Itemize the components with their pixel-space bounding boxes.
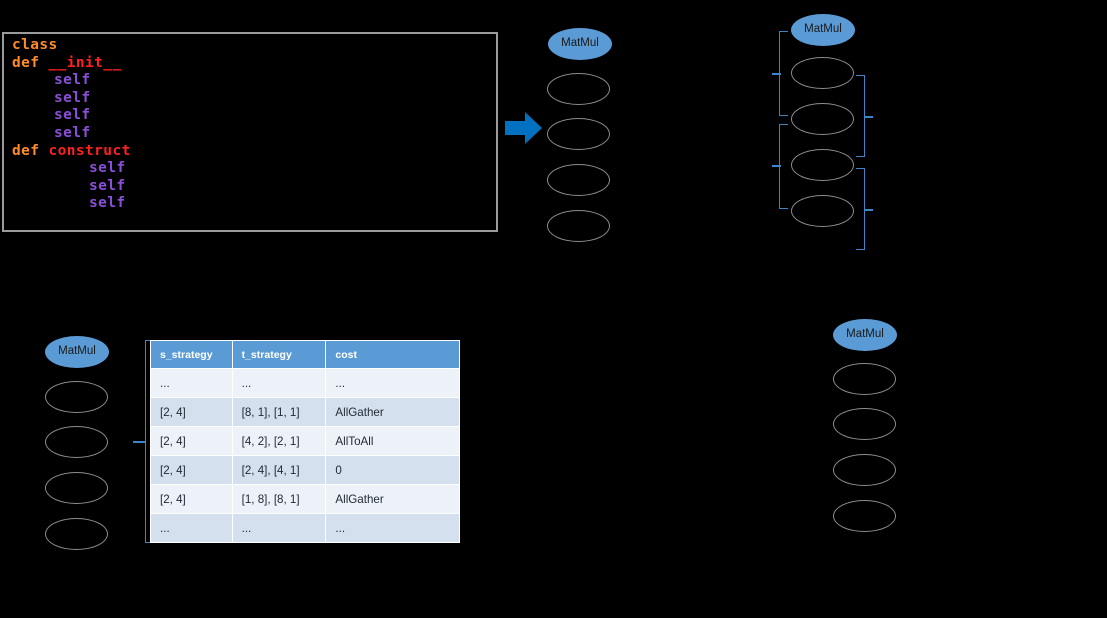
code-token-keyword: class [12, 37, 58, 53]
node-matmul-top-right[interactable]: MatMul [791, 14, 855, 46]
code-token-keyword: def [12, 142, 49, 159]
table-link-bracket-stub [133, 441, 146, 443]
table-row[interactable]: ......... [150, 368, 460, 398]
node-label: MatMul [804, 23, 842, 36]
code-line: def construct [12, 143, 131, 161]
code-token-function: construct [48, 142, 131, 159]
node-matmul-bottom-left[interactable]: MatMul [45, 336, 109, 368]
node-label: MatMul [58, 345, 96, 358]
node-op[interactable] [45, 426, 108, 458]
graph-bottom-left: MatMul [44, 336, 114, 551]
node-op[interactable] [833, 500, 896, 532]
node-op[interactable] [791, 103, 854, 135]
graph-top-right: MatMul [790, 14, 870, 254]
node-label: MatMul [561, 37, 599, 50]
node-op[interactable] [45, 381, 108, 413]
table-header-s-strategy: s_strategy [150, 340, 233, 369]
table-cell: 0 [325, 455, 460, 485]
table-cell: ... [150, 368, 233, 398]
strategy-cost-table: s_strategy t_strategy cost .........[2, … [150, 340, 460, 543]
table-row[interactable]: ......... [150, 513, 460, 543]
node-op[interactable] [833, 408, 896, 440]
table-cell: [8, 1], [1, 1] [231, 397, 327, 427]
code-token-self: self [89, 195, 126, 212]
node-matmul-top-left[interactable]: MatMul [548, 28, 612, 60]
table-header-row: s_strategy t_strategy cost [150, 340, 460, 369]
node-op[interactable] [791, 149, 854, 181]
table-cell: ... [325, 513, 460, 543]
code-line: def __init__ [12, 55, 131, 73]
group-bracket-left-upper-stub [772, 73, 781, 75]
code-token-self: self [54, 89, 91, 106]
node-op[interactable] [833, 454, 896, 486]
group-bracket-right-lower-stub [864, 209, 873, 211]
code-line: self [12, 72, 131, 90]
code-token-keyword: def [12, 54, 49, 71]
table-cell: [2, 4] [150, 397, 233, 427]
code-line: self [12, 125, 131, 143]
node-op[interactable] [547, 73, 610, 105]
table-cell: [2, 4] [150, 426, 233, 456]
table-row[interactable]: [2, 4][8, 1], [1, 1]AllGather [150, 397, 460, 427]
node-label: MatMul [846, 328, 884, 341]
table-cell: [2, 4] [150, 455, 233, 485]
group-bracket-right-upper-stub [864, 116, 873, 118]
table-body: .........[2, 4][8, 1], [1, 1]AllGather[2… [150, 368, 460, 543]
table-header-cost: cost [325, 340, 460, 369]
node-op[interactable] [833, 363, 896, 395]
table-cell: ... [150, 513, 233, 543]
code-token-self: self [54, 72, 91, 89]
table-cell: ... [231, 513, 327, 543]
node-op[interactable] [547, 118, 610, 150]
code-line: self [12, 90, 131, 108]
table-cell: AllToAll [325, 426, 460, 456]
node-op[interactable] [45, 472, 108, 504]
table-row[interactable]: [2, 4][1, 8], [8, 1]AllGather [150, 484, 460, 514]
node-op[interactable] [547, 210, 610, 242]
code-line: self [12, 160, 131, 178]
code-token-self: self [89, 177, 126, 194]
table-cell: ... [231, 368, 327, 398]
table-cell: AllGather [325, 484, 460, 514]
table-row[interactable]: [2, 4][4, 2], [2, 1]AllToAll [150, 426, 460, 456]
node-op[interactable] [791, 57, 854, 89]
code-token-self: self [89, 160, 126, 177]
code-token-self: self [54, 107, 91, 124]
group-bracket-left-lower-stub [772, 165, 781, 167]
code-token-function: __init__ [48, 54, 122, 71]
node-op[interactable] [791, 195, 854, 227]
code-line: class [12, 37, 131, 55]
table-cell: [2, 4] [150, 484, 233, 514]
graph-bottom-right: MatMul [832, 319, 902, 534]
table-cell: [1, 8], [8, 1] [231, 484, 327, 514]
node-op[interactable] [547, 164, 610, 196]
table-cell: AllGather [325, 397, 460, 427]
code-line: self [12, 178, 131, 196]
table-cell: [4, 2], [2, 1] [231, 426, 327, 456]
code-line: self [12, 195, 131, 213]
graph-top-left: MatMul [546, 28, 616, 243]
table-cell: [2, 4], [4, 1] [231, 455, 327, 485]
node-matmul-bottom-right[interactable]: MatMul [833, 319, 897, 351]
table-row[interactable]: [2, 4][2, 4], [4, 1]0 [150, 455, 460, 485]
table-header-t-strategy: t_strategy [231, 340, 327, 369]
code-line: self [12, 107, 131, 125]
node-op[interactable] [45, 518, 108, 550]
table-cell: ... [325, 368, 460, 398]
transform-arrow [505, 110, 543, 146]
code-token-self: self [54, 124, 91, 141]
